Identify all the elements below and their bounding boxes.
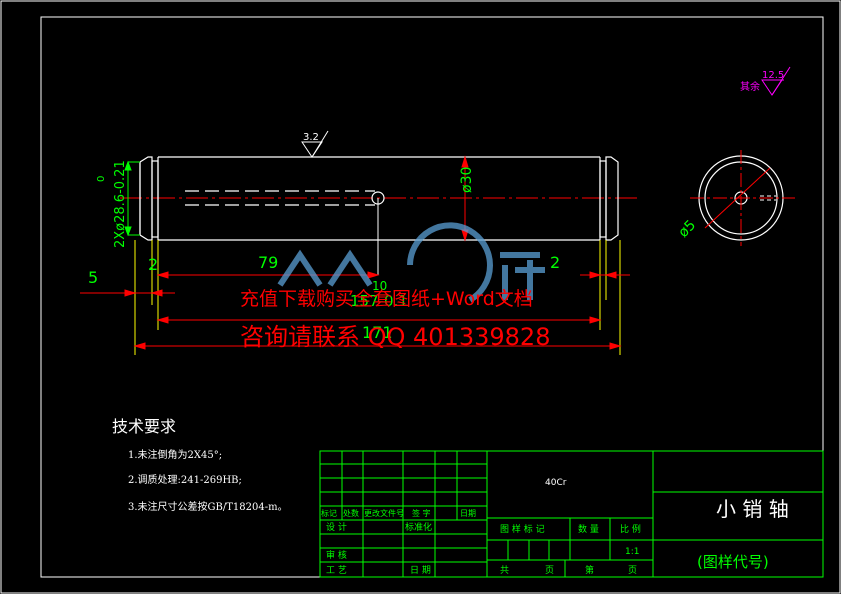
note-3: 3.未注尺寸公差按GB/T18204-m。 bbox=[128, 500, 288, 513]
dim-157: 157-0.1 bbox=[350, 292, 408, 310]
label-page: 页 bbox=[545, 565, 554, 576]
surface-finish-other-value: 12.5 bbox=[762, 70, 784, 81]
dim-2-right: 2 bbox=[550, 253, 560, 272]
label-qty: 数 量 bbox=[578, 523, 599, 535]
surface-finish-main: 3.2 bbox=[303, 132, 319, 143]
watermark-logo bbox=[277, 222, 545, 303]
drawing-code: (图样代号) bbox=[697, 553, 769, 571]
dim-79: 79 bbox=[258, 253, 278, 272]
label-check: 审 核 bbox=[326, 549, 347, 561]
rev-header-sign: 签 字 bbox=[412, 508, 431, 518]
note-1: 1.未注倒角为2X45°; bbox=[128, 448, 222, 461]
label-page2: 页 bbox=[628, 565, 637, 576]
label-total: 共 bbox=[500, 565, 509, 576]
dim-2-left: 2 bbox=[148, 255, 158, 274]
watermark-line2: 咨询请联系 QQ 401339828 bbox=[240, 323, 550, 351]
dim-171: 171 bbox=[362, 323, 393, 342]
label-standardize: 标准化 bbox=[405, 521, 432, 533]
dia30-dim bbox=[461, 155, 469, 242]
hidden-lines bbox=[185, 190, 375, 206]
label-process: 工 艺 bbox=[326, 565, 347, 576]
note-2: 2.调质处理:241-269HB; bbox=[128, 474, 242, 486]
label-date: 日 期 bbox=[410, 565, 431, 576]
watermark-line1: 充值下载购买全套图纸+Word文档 bbox=[240, 288, 533, 310]
scale-value: 1:1 bbox=[625, 547, 639, 557]
label-drawing-mark: 图 样 标 记 bbox=[500, 523, 545, 535]
dim-5: 5 bbox=[88, 268, 98, 287]
label-scale: 比 例 bbox=[620, 523, 641, 535]
dim-dia30: ø30 bbox=[459, 167, 475, 193]
dim-groove-top: 0 bbox=[96, 176, 107, 182]
groove-dim bbox=[124, 160, 140, 237]
surface-finish-other-symbol bbox=[761, 66, 791, 96]
horizontal-dims bbox=[80, 271, 630, 350]
surface-finish-symbol bbox=[301, 130, 329, 158]
rev-header-date: 日期 bbox=[460, 509, 476, 518]
material: 40Cr bbox=[545, 478, 567, 488]
end-view bbox=[690, 150, 795, 246]
dim-groove: 2Xø28.6-0.21 bbox=[113, 160, 128, 248]
label-designer: 设 计 bbox=[326, 521, 347, 533]
dim-hole: 10 bbox=[372, 279, 387, 293]
surface-finish-other-label: 其余 bbox=[740, 80, 760, 93]
title-block bbox=[319, 450, 824, 578]
notes-title: 技术要求 bbox=[112, 417, 176, 436]
label-sheet: 第 bbox=[585, 564, 594, 576]
part-name: 小 销 轴 bbox=[716, 497, 789, 521]
rev-header-mark: 标记 bbox=[321, 508, 337, 518]
rev-header-count: 处数 bbox=[343, 508, 359, 518]
dim-dia5: ø5 bbox=[676, 217, 700, 241]
rev-header-docno: 更改文件号 bbox=[364, 508, 404, 518]
extension-lines bbox=[134, 240, 621, 355]
